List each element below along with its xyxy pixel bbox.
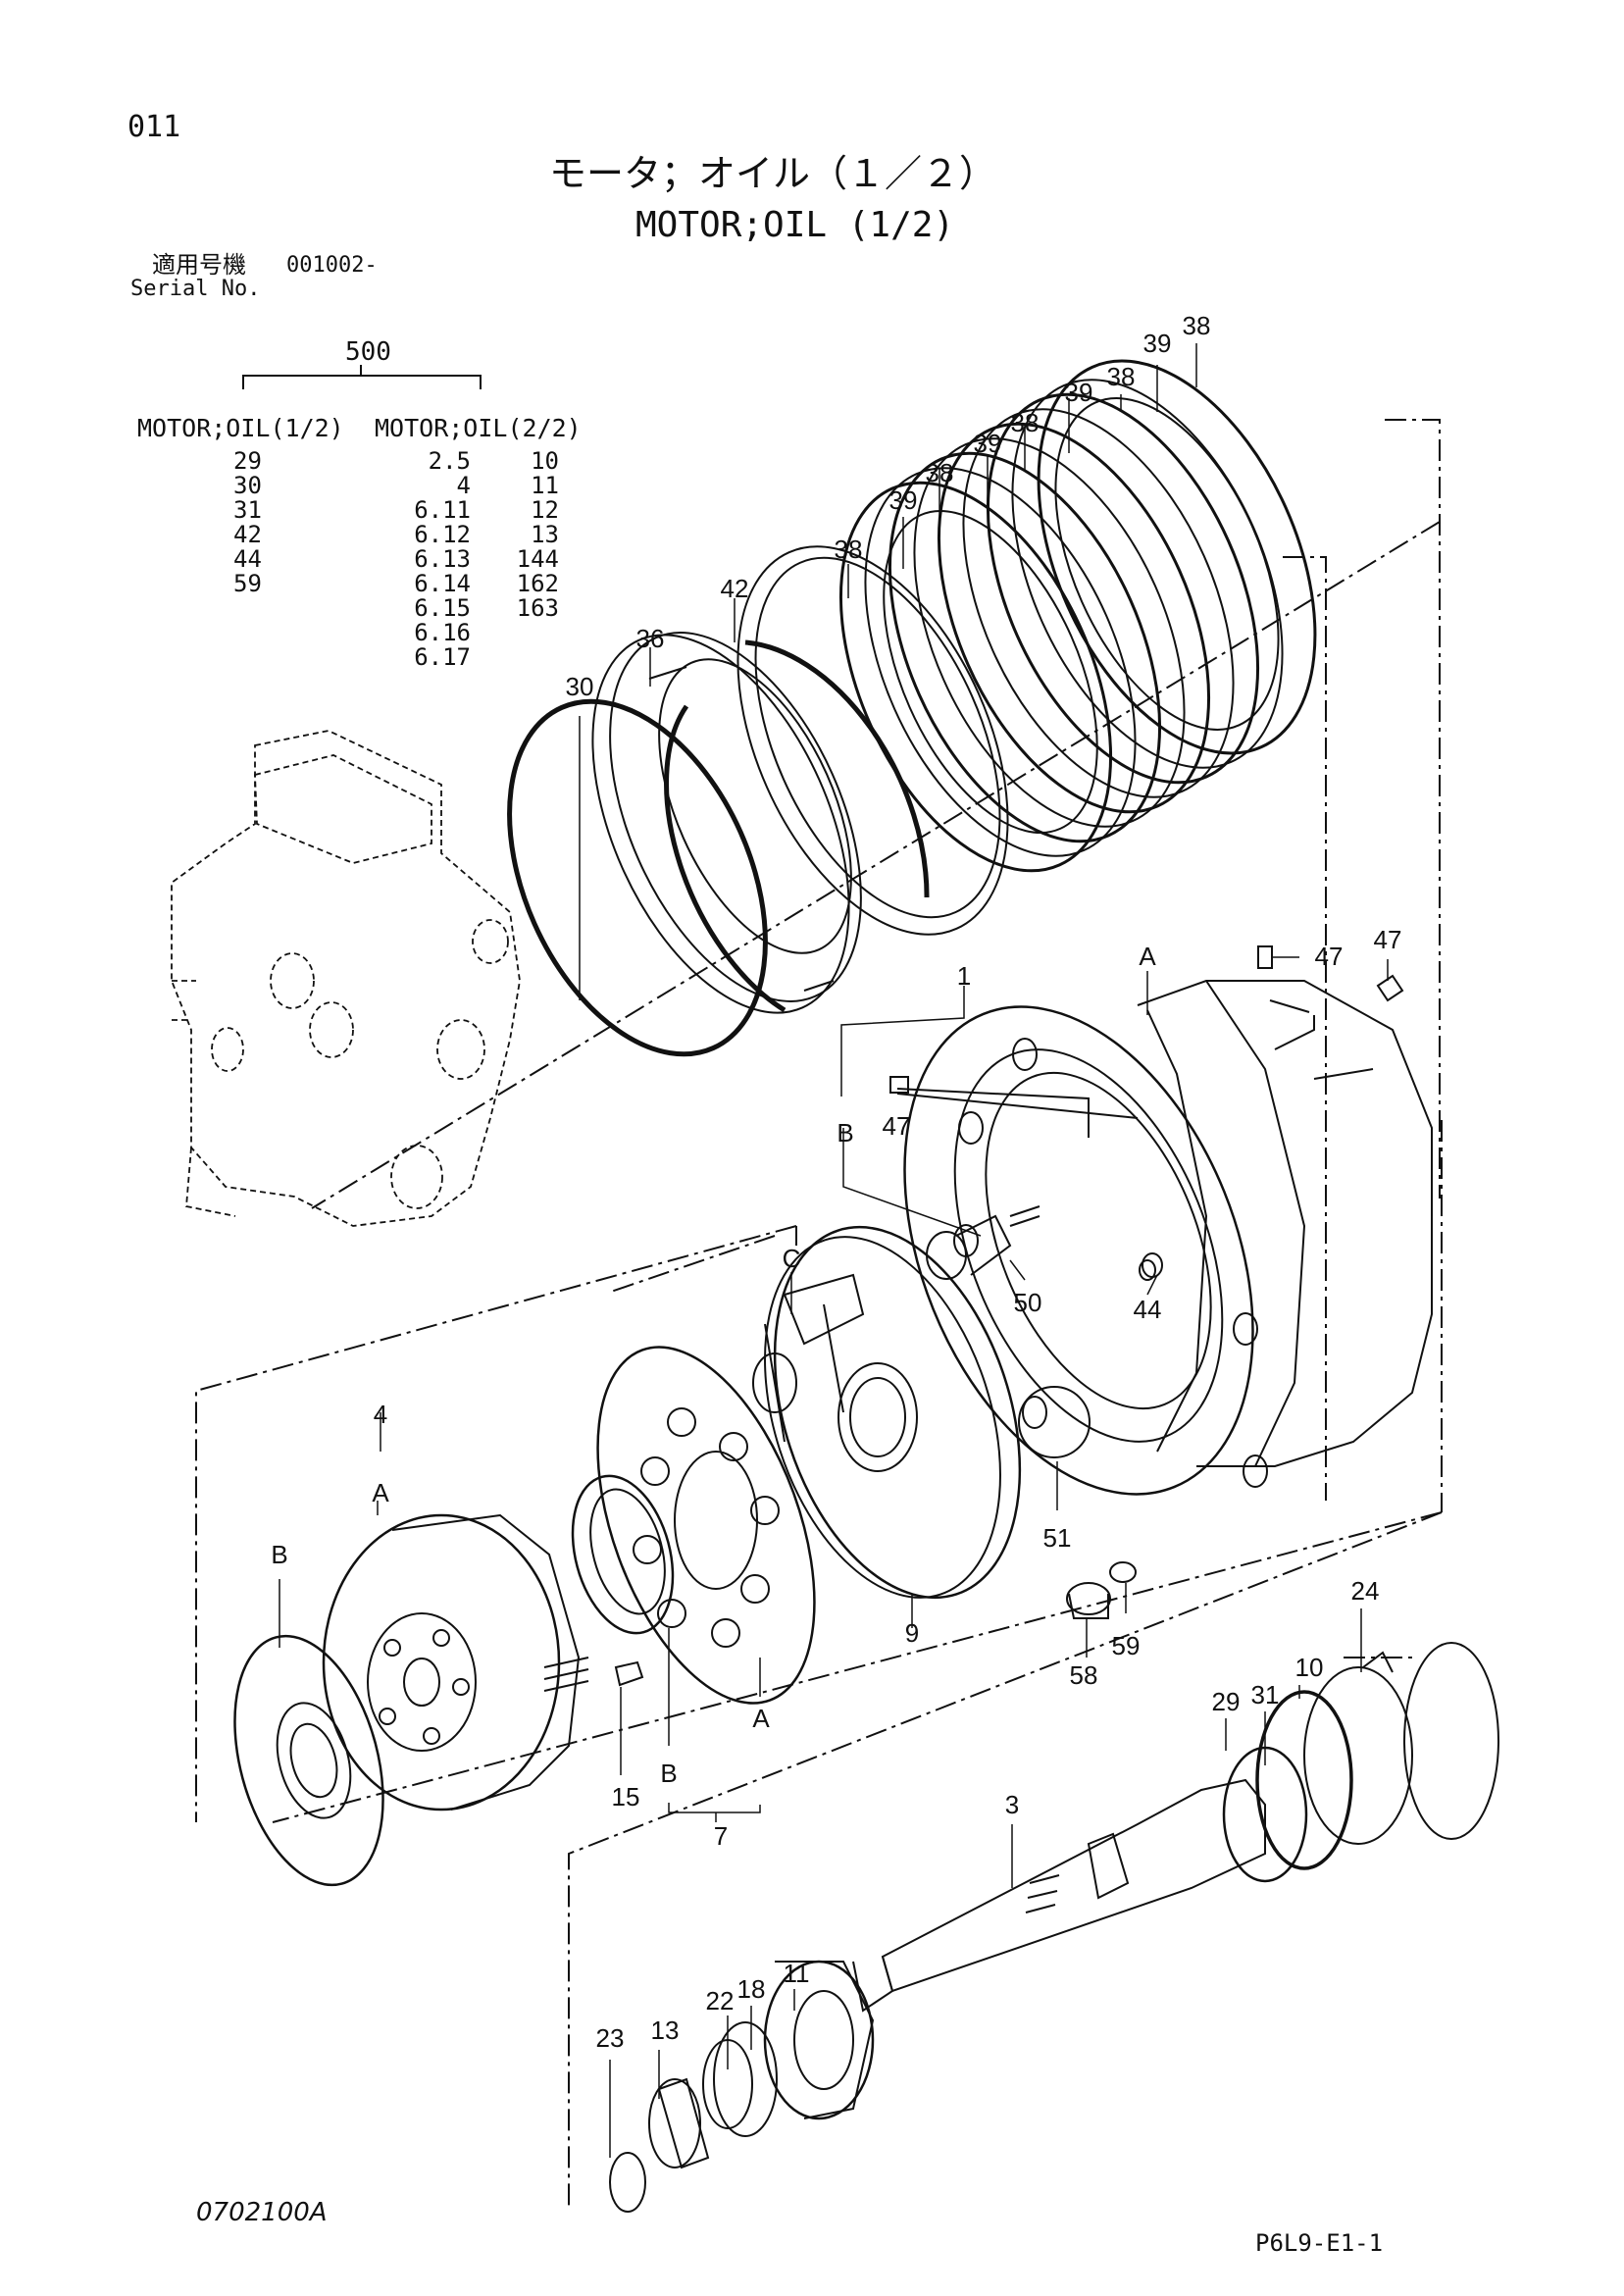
kit-col2-list: 2.5 4 6.11 6.12 6.13 6.14 6.15 6.16 6.17 [412,449,471,670]
callout-4: 4 [373,1400,388,1429]
callout-24: 24 [1350,1576,1380,1606]
kit-col1-item: 59 [233,570,262,597]
callout-44: 44 [1133,1295,1162,1324]
kit-col1-item: 29 [233,447,262,475]
callout-39: 39 [1064,378,1093,407]
callout-31: 31 [1250,1680,1280,1709]
kit-col3-item: 11 [531,472,559,499]
kit-col2-item: 6.16 [414,619,471,646]
callout-29: 29 [1211,1687,1241,1716]
kit-col2-item: 6.13 [414,545,471,573]
callout-23: 23 [595,2023,625,2053]
callout-38: 38 [1010,408,1040,437]
serial-value: 001002- [286,253,378,278]
kit-col2-item: 6.17 [414,643,471,671]
callout-18: 18 [736,1974,766,2004]
callout-22: 22 [705,1986,735,2015]
serial-label-english: Serial No. [130,277,261,301]
kit-col3-item: 144 [516,545,559,573]
callout-b: B [837,1118,854,1148]
callout-50: 50 [1013,1288,1042,1317]
callout-10: 10 [1294,1653,1324,1682]
callout-51: 51 [1042,1523,1072,1553]
callout-7: 7 [713,1821,729,1851]
drawing-code: 0702100A [196,2198,328,2227]
title-english: MOTOR;OIL (1/2) [635,205,955,245]
kit-col3-list: 10 11 12 13 144 162 163 [500,449,559,621]
callout-39: 39 [888,485,918,515]
callout-59: 59 [1111,1631,1141,1660]
title-japanese: モータ；オイル（１／２） [549,152,997,195]
callout-11: 11 [783,1959,810,1988]
kit-col2-item: 4 [456,472,471,499]
serial-label-japanese: 適用号機 [152,251,246,279]
callout-b: B [271,1540,288,1569]
kit-group-number: 500 [345,337,391,367]
kit-col3-item: 13 [531,521,559,548]
callout-15: 15 [611,1782,640,1811]
callout-b: B [660,1759,678,1788]
callout-36: 36 [635,624,665,653]
callout-38: 38 [1106,362,1136,391]
kit-col1-item: 31 [233,496,262,524]
kit-col2-item: 6.12 [414,521,471,548]
kit-col1-item: 44 [233,545,262,573]
callout-39: 39 [973,429,1002,458]
callout-30: 30 [565,672,594,701]
callout-58: 58 [1069,1660,1098,1690]
kit-col2-heading: MOTOR;OIL(2/2) [375,414,582,442]
kit-col1-heading: MOTOR;OIL(1/2) [137,414,344,442]
callout-47: 47 [882,1111,911,1141]
kit-col2-item: 6.14 [414,570,471,597]
callout-47: 47 [1373,925,1402,954]
callout-a: A [752,1704,770,1733]
kit-col3-item: 162 [516,570,559,597]
kit-col2-item: 2.5 [428,447,471,475]
kit-col1-list: 29 30 31 42 44 59 [233,449,262,596]
callout-c: C [782,1244,801,1273]
page-code: P6L9-E1-1 [1255,2229,1384,2257]
page-number: 011 [127,110,181,144]
callout-1: 1 [956,961,972,991]
kit-col2-item: 6.11 [414,496,471,524]
callout-38: 38 [1182,311,1211,340]
kit-col1-item: 42 [233,521,262,548]
callout-42: 42 [720,574,749,603]
callout-38: 38 [925,458,954,487]
callout-13: 13 [650,2015,680,2045]
callout-39: 39 [1142,329,1172,358]
callout-a: A [372,1478,389,1507]
kit-col2-item: 6.15 [414,594,471,622]
callout-47: 47 [1314,942,1344,971]
callout-3: 3 [1004,1790,1020,1819]
callout-38: 38 [834,535,863,564]
callout-a: A [1139,942,1156,971]
kit-col3-item: 10 [531,447,559,475]
kit-col3-item: 12 [531,496,559,524]
kit-col1-item: 30 [233,472,262,499]
kit-col3-item: 163 [516,594,559,622]
callout-9: 9 [904,1618,920,1648]
